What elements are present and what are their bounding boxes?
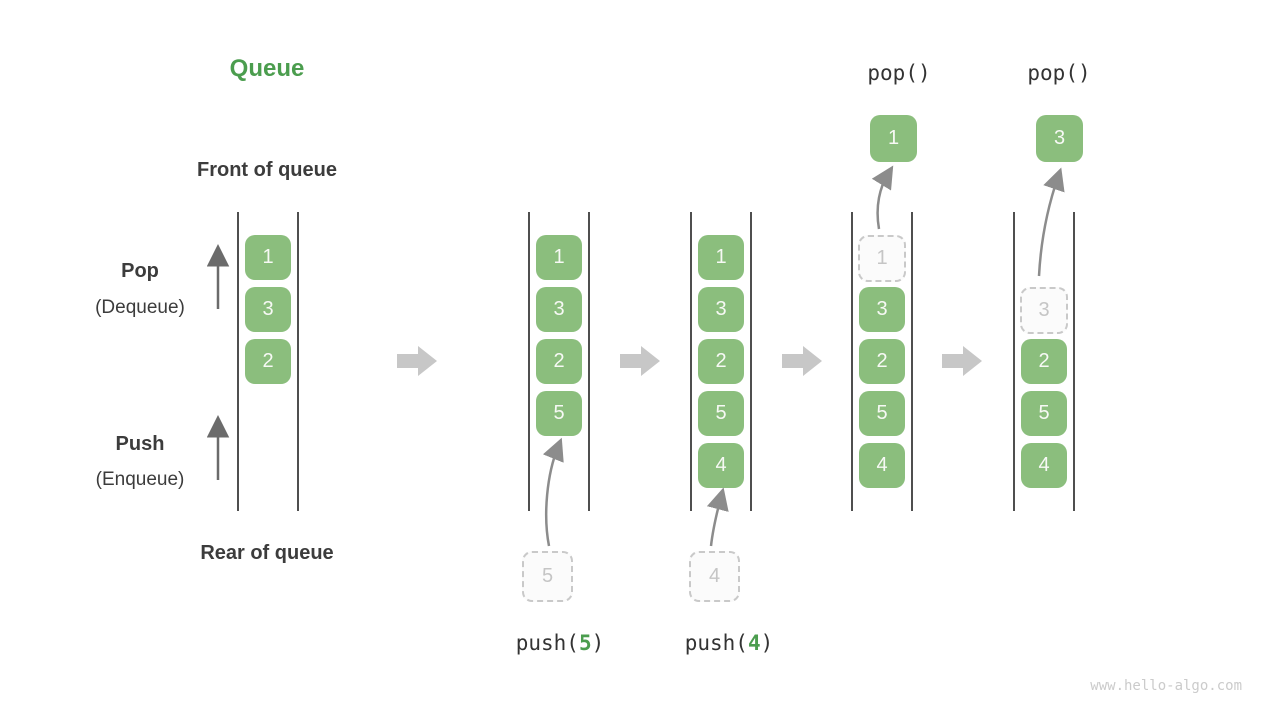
queue-cell: 4 <box>859 443 905 488</box>
code-text: pop() <box>867 61 931 85</box>
queue-cell-ghost: 1 <box>858 235 906 282</box>
queue-cell: 3 <box>536 287 582 332</box>
code-arg: 5 <box>578 631 592 655</box>
pop-operation-label: Pop <box>121 260 159 282</box>
code-arg: 4 <box>747 631 761 655</box>
queue-cell: 5 <box>536 391 582 436</box>
popped-value-cell: 3 <box>1036 115 1083 162</box>
queue-cell: 5 <box>859 391 905 436</box>
queue-cell-ghost: 3 <box>1020 287 1068 334</box>
queue-cell: 2 <box>245 339 291 384</box>
state-transition-arrow <box>942 346 982 376</box>
queue-state-3: 1 3 2 5 4 <box>690 212 752 511</box>
pop-code-label: pop() <box>819 61 979 85</box>
code-text: push( <box>515 631 579 655</box>
front-of-queue-label: Front of queue <box>197 159 337 181</box>
pushed-value-cell: 4 <box>689 551 740 602</box>
push-4-code-label: push(4) <box>649 631 809 655</box>
state-transition-arrow <box>397 346 437 376</box>
enqueue-sub-label: (Enqueue) <box>95 469 185 490</box>
code-text: push( <box>684 631 748 655</box>
queue-cell: 1 <box>536 235 582 280</box>
pushed-value-cell: 5 <box>522 551 573 602</box>
state-transition-arrow <box>620 346 660 376</box>
queue-cell: 4 <box>698 443 744 488</box>
queue-state-4: 1 3 2 5 4 <box>851 212 913 511</box>
pop-code-label: pop() <box>979 61 1139 85</box>
state-transition-arrow <box>782 346 822 376</box>
watermark: www.hello-algo.com <box>1090 678 1242 694</box>
queue-cell: 3 <box>245 287 291 332</box>
queue-cell: 2 <box>536 339 582 384</box>
dequeue-sub-label: (Dequeue) <box>95 297 185 318</box>
queue-cell: 4 <box>1021 443 1067 488</box>
queue-state-5: 3 2 5 4 <box>1013 212 1075 511</box>
queue-cell: 1 <box>245 235 291 280</box>
queue-cell: 2 <box>859 339 905 384</box>
code-text: ) <box>591 631 605 655</box>
push-5-code-label: push(5) <box>480 631 640 655</box>
queue-cell: 3 <box>859 287 905 332</box>
queue-cell: 2 <box>698 339 744 384</box>
page-title: Queue <box>229 55 305 82</box>
queue-cell: 3 <box>698 287 744 332</box>
code-text: ) <box>760 631 774 655</box>
queue-cell: 2 <box>1021 339 1067 384</box>
queue-cell: 1 <box>698 235 744 280</box>
queue-state-2: 1 3 2 5 <box>528 212 590 511</box>
rear-of-queue-label: Rear of queue <box>200 542 334 564</box>
queue-cell: 5 <box>1021 391 1067 436</box>
popped-value-cell: 1 <box>870 115 917 162</box>
queue-cell: 5 <box>698 391 744 436</box>
push-operation-label: Push <box>115 433 165 455</box>
queue-state-1: 1 3 2 <box>237 212 299 511</box>
code-text: pop() <box>1027 61 1091 85</box>
